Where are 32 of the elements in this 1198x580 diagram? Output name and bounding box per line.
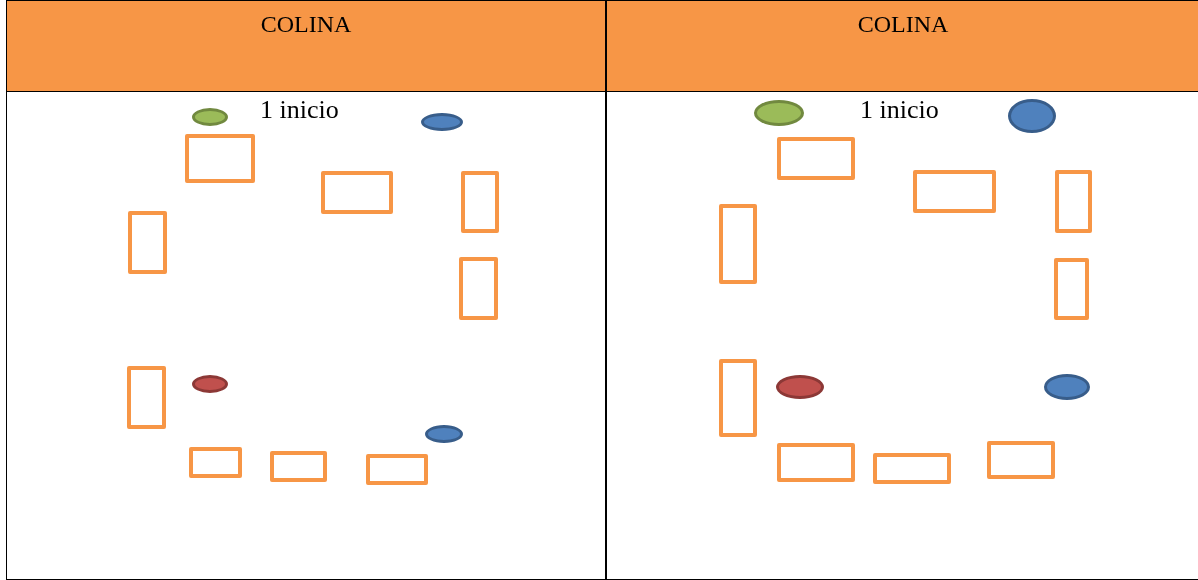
header-cell: COLINA [7, 1, 605, 92]
rectangle-outline [127, 366, 166, 429]
ellipse-marker [1044, 374, 1090, 400]
header-cell: COLINA [607, 1, 1198, 92]
rectangle-outline [719, 359, 757, 437]
rectangle-outline [987, 441, 1055, 479]
table-column [6, 0, 606, 580]
ellipse-marker [776, 375, 824, 399]
rectangle-outline [321, 171, 393, 214]
rectangle-outline [461, 171, 499, 233]
rectangle-outline [873, 453, 951, 484]
rectangle-outline [1054, 258, 1089, 320]
rectangle-outline [719, 204, 757, 284]
rectangle-outline [128, 211, 167, 274]
rectangle-outline [366, 454, 428, 485]
ellipse-marker [192, 108, 228, 126]
ellipse-marker [754, 100, 804, 126]
ellipse-marker [421, 113, 463, 131]
rectangle-outline [1055, 170, 1092, 233]
ellipse-marker [425, 425, 463, 443]
ellipse-marker [192, 375, 228, 393]
rectangle-outline [185, 134, 255, 183]
rectangle-outline [459, 257, 498, 320]
start-label: 1 inicio [260, 95, 339, 125]
ellipse-marker [1008, 99, 1056, 133]
rectangle-outline [270, 451, 327, 482]
rectangle-outline [913, 170, 996, 213]
rectangle-outline [189, 447, 242, 478]
rectangle-outline [777, 137, 855, 180]
table-column [606, 0, 1198, 580]
rectangle-outline [777, 443, 855, 482]
start-label: 1 inicio [860, 95, 939, 125]
